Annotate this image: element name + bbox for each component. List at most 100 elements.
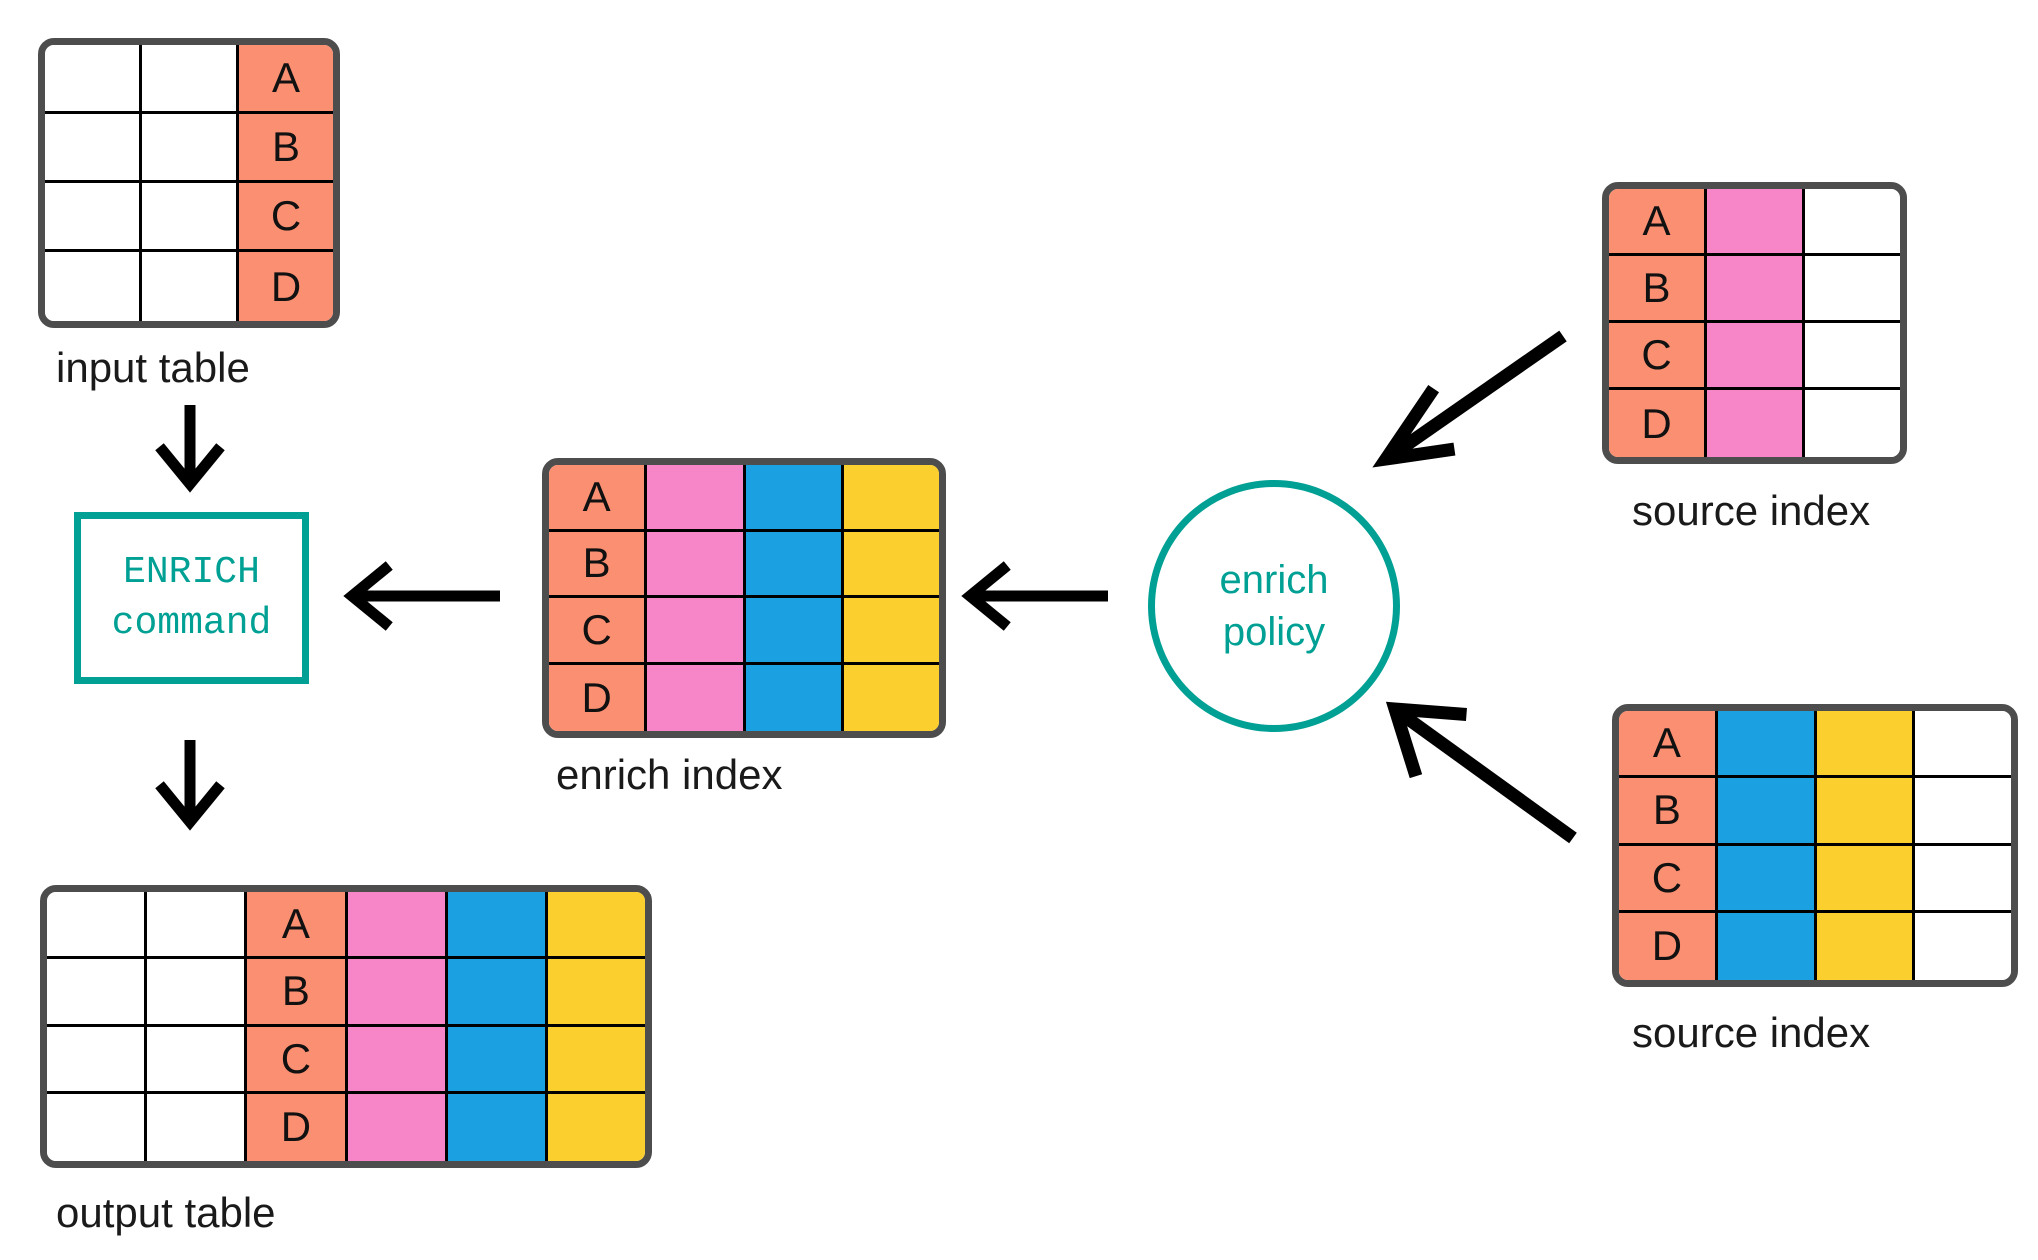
table-cell (142, 252, 239, 321)
table-cell (347, 892, 448, 960)
table-row: B (549, 531, 939, 598)
table-cell: B (549, 531, 648, 598)
table-cell (1805, 390, 1900, 457)
table-cell (843, 664, 939, 731)
table-cell: B (1619, 778, 1718, 846)
table-row: B (47, 959, 645, 1027)
table-cell (45, 45, 142, 114)
table-cell (1707, 256, 1805, 323)
table-cell: C (239, 183, 333, 252)
table-cell (147, 1093, 248, 1161)
table-cell (1717, 711, 1817, 779)
enrich-command-line2: command (111, 602, 272, 645)
table-cell: D (1609, 390, 1707, 457)
table-cell (47, 1026, 148, 1094)
table-cell (47, 1093, 148, 1161)
table-cell: C (1619, 845, 1718, 913)
table-row: D (45, 252, 333, 321)
table-cell (1805, 256, 1900, 323)
enrich-index-caption: enrich index (556, 751, 783, 798)
table-cell: C (549, 598, 648, 665)
table-cell (843, 465, 939, 532)
table-cell (1717, 912, 1817, 980)
table-cell (745, 598, 844, 665)
table-cell (1805, 323, 1900, 390)
table-row: A (1609, 189, 1900, 256)
table-cell: A (247, 892, 348, 960)
table-cell (647, 664, 746, 731)
table-cell (547, 1093, 645, 1161)
table-cell (142, 183, 239, 252)
arrow-command-to-output (155, 740, 225, 831)
table-cell (647, 531, 746, 598)
table-cell (1717, 778, 1817, 846)
table-row: C (1609, 323, 1900, 390)
table-cell: D (247, 1093, 348, 1161)
table-cell (347, 1093, 448, 1161)
table-row: C (549, 598, 939, 665)
table-cell (447, 892, 548, 960)
table-cell (1816, 845, 1916, 913)
table-cell: A (1619, 711, 1718, 779)
table-cell (647, 598, 746, 665)
table-cell: B (239, 114, 333, 183)
enrich-command-box[interactable]: ENRICH command (74, 512, 309, 684)
table-cell (1915, 845, 2011, 913)
table-row: A (1619, 711, 2011, 779)
enrich-policy-line1: enrich (1219, 558, 1329, 602)
input-table-caption: input table (56, 344, 250, 391)
table-row: A (47, 892, 645, 960)
table-row: A (549, 465, 939, 532)
table-cell (45, 183, 142, 252)
table-cell: D (549, 664, 648, 731)
table-cell (745, 531, 844, 598)
source-index-top-caption: source index (1632, 487, 1871, 534)
table-row: B (45, 114, 333, 183)
table-cell (47, 959, 148, 1027)
table-row: C (1619, 845, 2011, 913)
source-index-bottom-caption: source index (1632, 1009, 1871, 1056)
table-cell (1805, 189, 1900, 256)
table-cell (447, 1026, 548, 1094)
table-cell (142, 45, 239, 114)
enrich-policy-node[interactable]: enrich policy (1148, 480, 1400, 732)
table-row: C (47, 1026, 645, 1094)
table-cell (843, 531, 939, 598)
table-cell (1707, 189, 1805, 256)
table-cell (347, 1026, 448, 1094)
table-cell (1717, 845, 1817, 913)
table-cell: D (1619, 912, 1718, 980)
table-row: A (45, 45, 333, 114)
table-cell: B (1609, 256, 1707, 323)
table-cell (1915, 711, 2011, 779)
table-cell (1915, 912, 2011, 980)
table-cell (147, 1026, 248, 1094)
table-cell: B (247, 959, 348, 1027)
table-cell (147, 892, 248, 960)
table-row: B (1619, 778, 2011, 846)
arrow-enrich-index-to-command (343, 561, 500, 631)
table-cell (347, 959, 448, 1027)
enrich-policy-line2: policy (1222, 610, 1326, 654)
enrich-command-line1: ENRICH (123, 550, 260, 594)
arrow-policy-to-enrich-index (961, 561, 1108, 631)
table-cell (745, 465, 844, 532)
table-cell (647, 465, 746, 532)
table-row: D (47, 1093, 645, 1161)
table-row: C (45, 183, 333, 252)
table-cell (45, 114, 142, 183)
table-cell: D (239, 252, 333, 321)
table-cell (1915, 778, 2011, 846)
table-cell: C (247, 1026, 348, 1094)
table-cell (547, 959, 645, 1027)
table-row: B (1609, 256, 1900, 323)
arrow-source-index-top-to-policy (1372, 330, 1567, 468)
table-cell (447, 1093, 548, 1161)
table-cell (142, 114, 239, 183)
table-cell (1816, 711, 1916, 779)
